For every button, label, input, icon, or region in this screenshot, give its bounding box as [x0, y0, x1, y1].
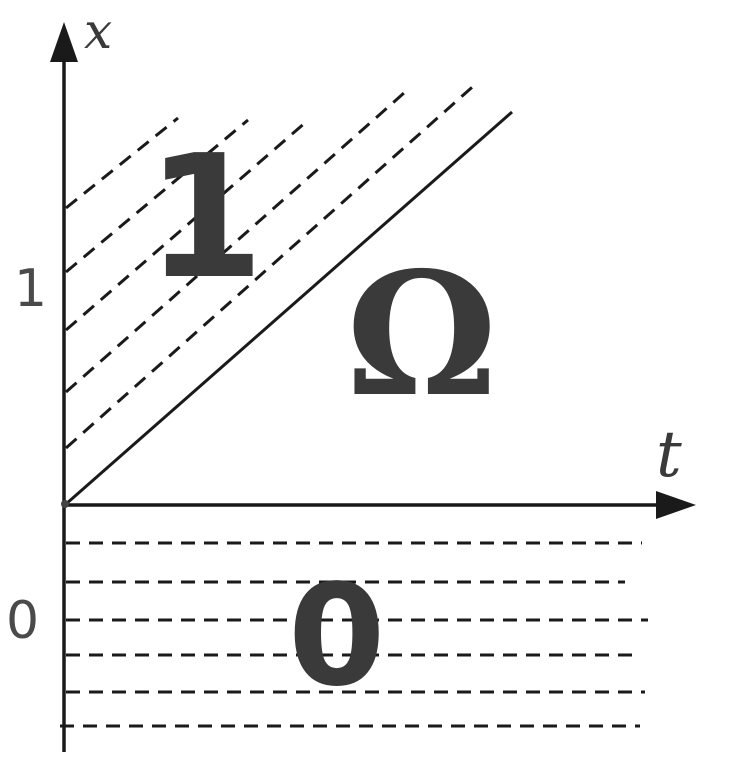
- upper-dashed-line: [65, 120, 307, 332]
- upper-dashed-line: [65, 116, 179, 210]
- x-axis-label: x: [84, 2, 112, 60]
- region-value-one: 1: [146, 119, 264, 317]
- lower-characteristics: [60, 541, 648, 728]
- boundary-line: [65, 110, 513, 506]
- tick-label-zero: 0: [6, 591, 39, 651]
- region-value-zero: 0: [288, 555, 385, 718]
- t-axis-label: t: [656, 418, 682, 492]
- x-axis-arrow: [50, 22, 78, 62]
- upper-characteristics: [65, 80, 479, 450]
- tick-label-one: 1: [14, 259, 47, 319]
- upper-dashed-line: [65, 118, 249, 274]
- upper-dashed-line: [65, 91, 405, 394]
- t-axis-arrow: [656, 491, 696, 519]
- domain-omega-label: Ω: [346, 235, 497, 435]
- origin-point: [61, 500, 69, 508]
